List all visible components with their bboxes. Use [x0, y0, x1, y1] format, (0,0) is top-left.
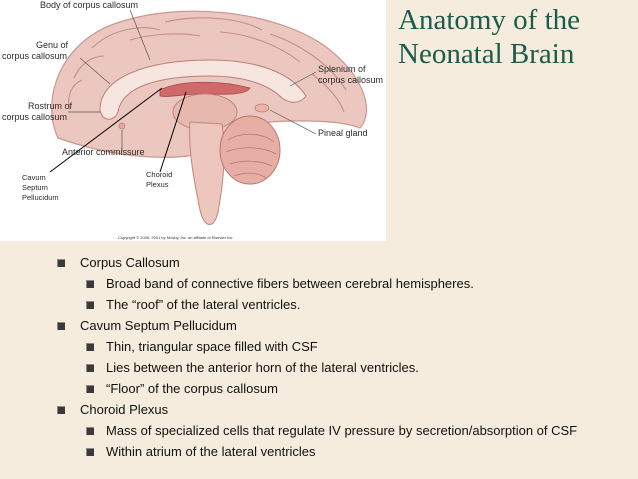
label-pineal-gland: Pineal gland [318, 128, 368, 138]
bullet-text: Corpus Callosum [80, 255, 180, 270]
sub-bullet-text: Thin, triangular space filled with CSF [106, 339, 318, 354]
sub-bullet: The “roof” of the lateral ventricles. [86, 297, 301, 312]
sub-bullet-text: Within atrium of the lateral ventricles [106, 444, 316, 459]
sub-bullet: Broad band of connective fibers between … [86, 276, 474, 291]
bullet-text: Choroid Plexus [80, 402, 169, 417]
slide-title: Anatomy of the Neonatal Brain [398, 4, 633, 72]
label-splenium-line1: Splenium of [318, 64, 366, 74]
title-line-1: Anatomy of the [398, 4, 581, 36]
leader-lines [68, 9, 317, 151]
annotation-arrows [49, 87, 187, 173]
bullet-square-icon [86, 385, 94, 393]
cerebellum-folia [225, 133, 277, 179]
label-rostrum-line1: Rostrum of [28, 101, 73, 111]
cerebellum [219, 115, 281, 185]
label-cavum-line3: Pellucidum [22, 193, 59, 202]
label-body-corpus-callosum: Body of corpus callosum [40, 0, 139, 10]
label-anterior-commissure: Anterior commissure [62, 147, 145, 157]
title-line-2: Neonatal Brain [398, 37, 575, 70]
label-rostrum-line2: corpus callosum [2, 112, 68, 122]
label-choroid-line1: Choroid [146, 170, 173, 179]
bullet-choroid-plexus: Choroid Plexus [57, 402, 169, 417]
sub-bullet: Lies between the anterior horn of the la… [86, 360, 419, 375]
corpus-callosum [99, 59, 307, 120]
bullet-square-icon [86, 364, 94, 372]
sub-bullet-text: The “roof” of the lateral ventricles. [106, 297, 301, 312]
bullet-square-icon [57, 406, 65, 414]
bullet-square-icon [57, 322, 65, 330]
bullet-text: Cavum Septum Pellucidum [80, 318, 237, 333]
sub-bullet: Mass of specialized cells that regulate … [86, 423, 578, 438]
sub-bullet: Thin, triangular space filled with CSF [86, 339, 318, 354]
label-genu-line1: Genu of [36, 40, 69, 50]
bullet-square-icon [86, 448, 94, 456]
gyri-lines [68, 17, 347, 113]
label-choroid-line2: Plexus [146, 180, 169, 189]
copyright-notice: Copyright © 2006, 2001 by Mosby, Inc. an… [118, 235, 234, 240]
label-cavum-line1: Cavum [22, 173, 46, 182]
bullet-cavum-septum-pellucidum: Cavum Septum Pellucidum [57, 318, 237, 333]
brain-figure: Body of corpus callosum Genu of corpus c… [0, 0, 386, 241]
sub-bullet: “Floor” of the corpus callosum [86, 381, 278, 396]
brainstem [189, 121, 225, 225]
pineal-gland [254, 103, 270, 113]
bullet-corpus-callosum: Corpus Callosum [57, 255, 180, 270]
bullet-square-icon [86, 280, 94, 288]
anterior-commissure [118, 122, 126, 130]
label-splenium-line2: corpus callosum [318, 75, 384, 85]
sub-bullet: Within atrium of the lateral ventricles [86, 444, 316, 459]
label-genu-line2: corpus callosum [2, 51, 68, 61]
sub-bullet-text: “Floor” of the corpus callosum [106, 381, 278, 396]
bullet-square-icon [86, 427, 94, 435]
choroid-plexus [159, 81, 251, 97]
bullet-square-icon [57, 259, 65, 267]
sub-bullet-text: Mass of specialized cells that regulate … [106, 423, 578, 438]
sub-bullet-text: Broad band of connective fibers between … [106, 276, 474, 291]
bullet-square-icon [86, 301, 94, 309]
label-cavum-line2: Septum [22, 183, 48, 192]
bullet-square-icon [86, 343, 94, 351]
brain-illustration [49, 9, 368, 225]
sub-bullet-text: Lies between the anterior horn of the la… [106, 360, 419, 375]
